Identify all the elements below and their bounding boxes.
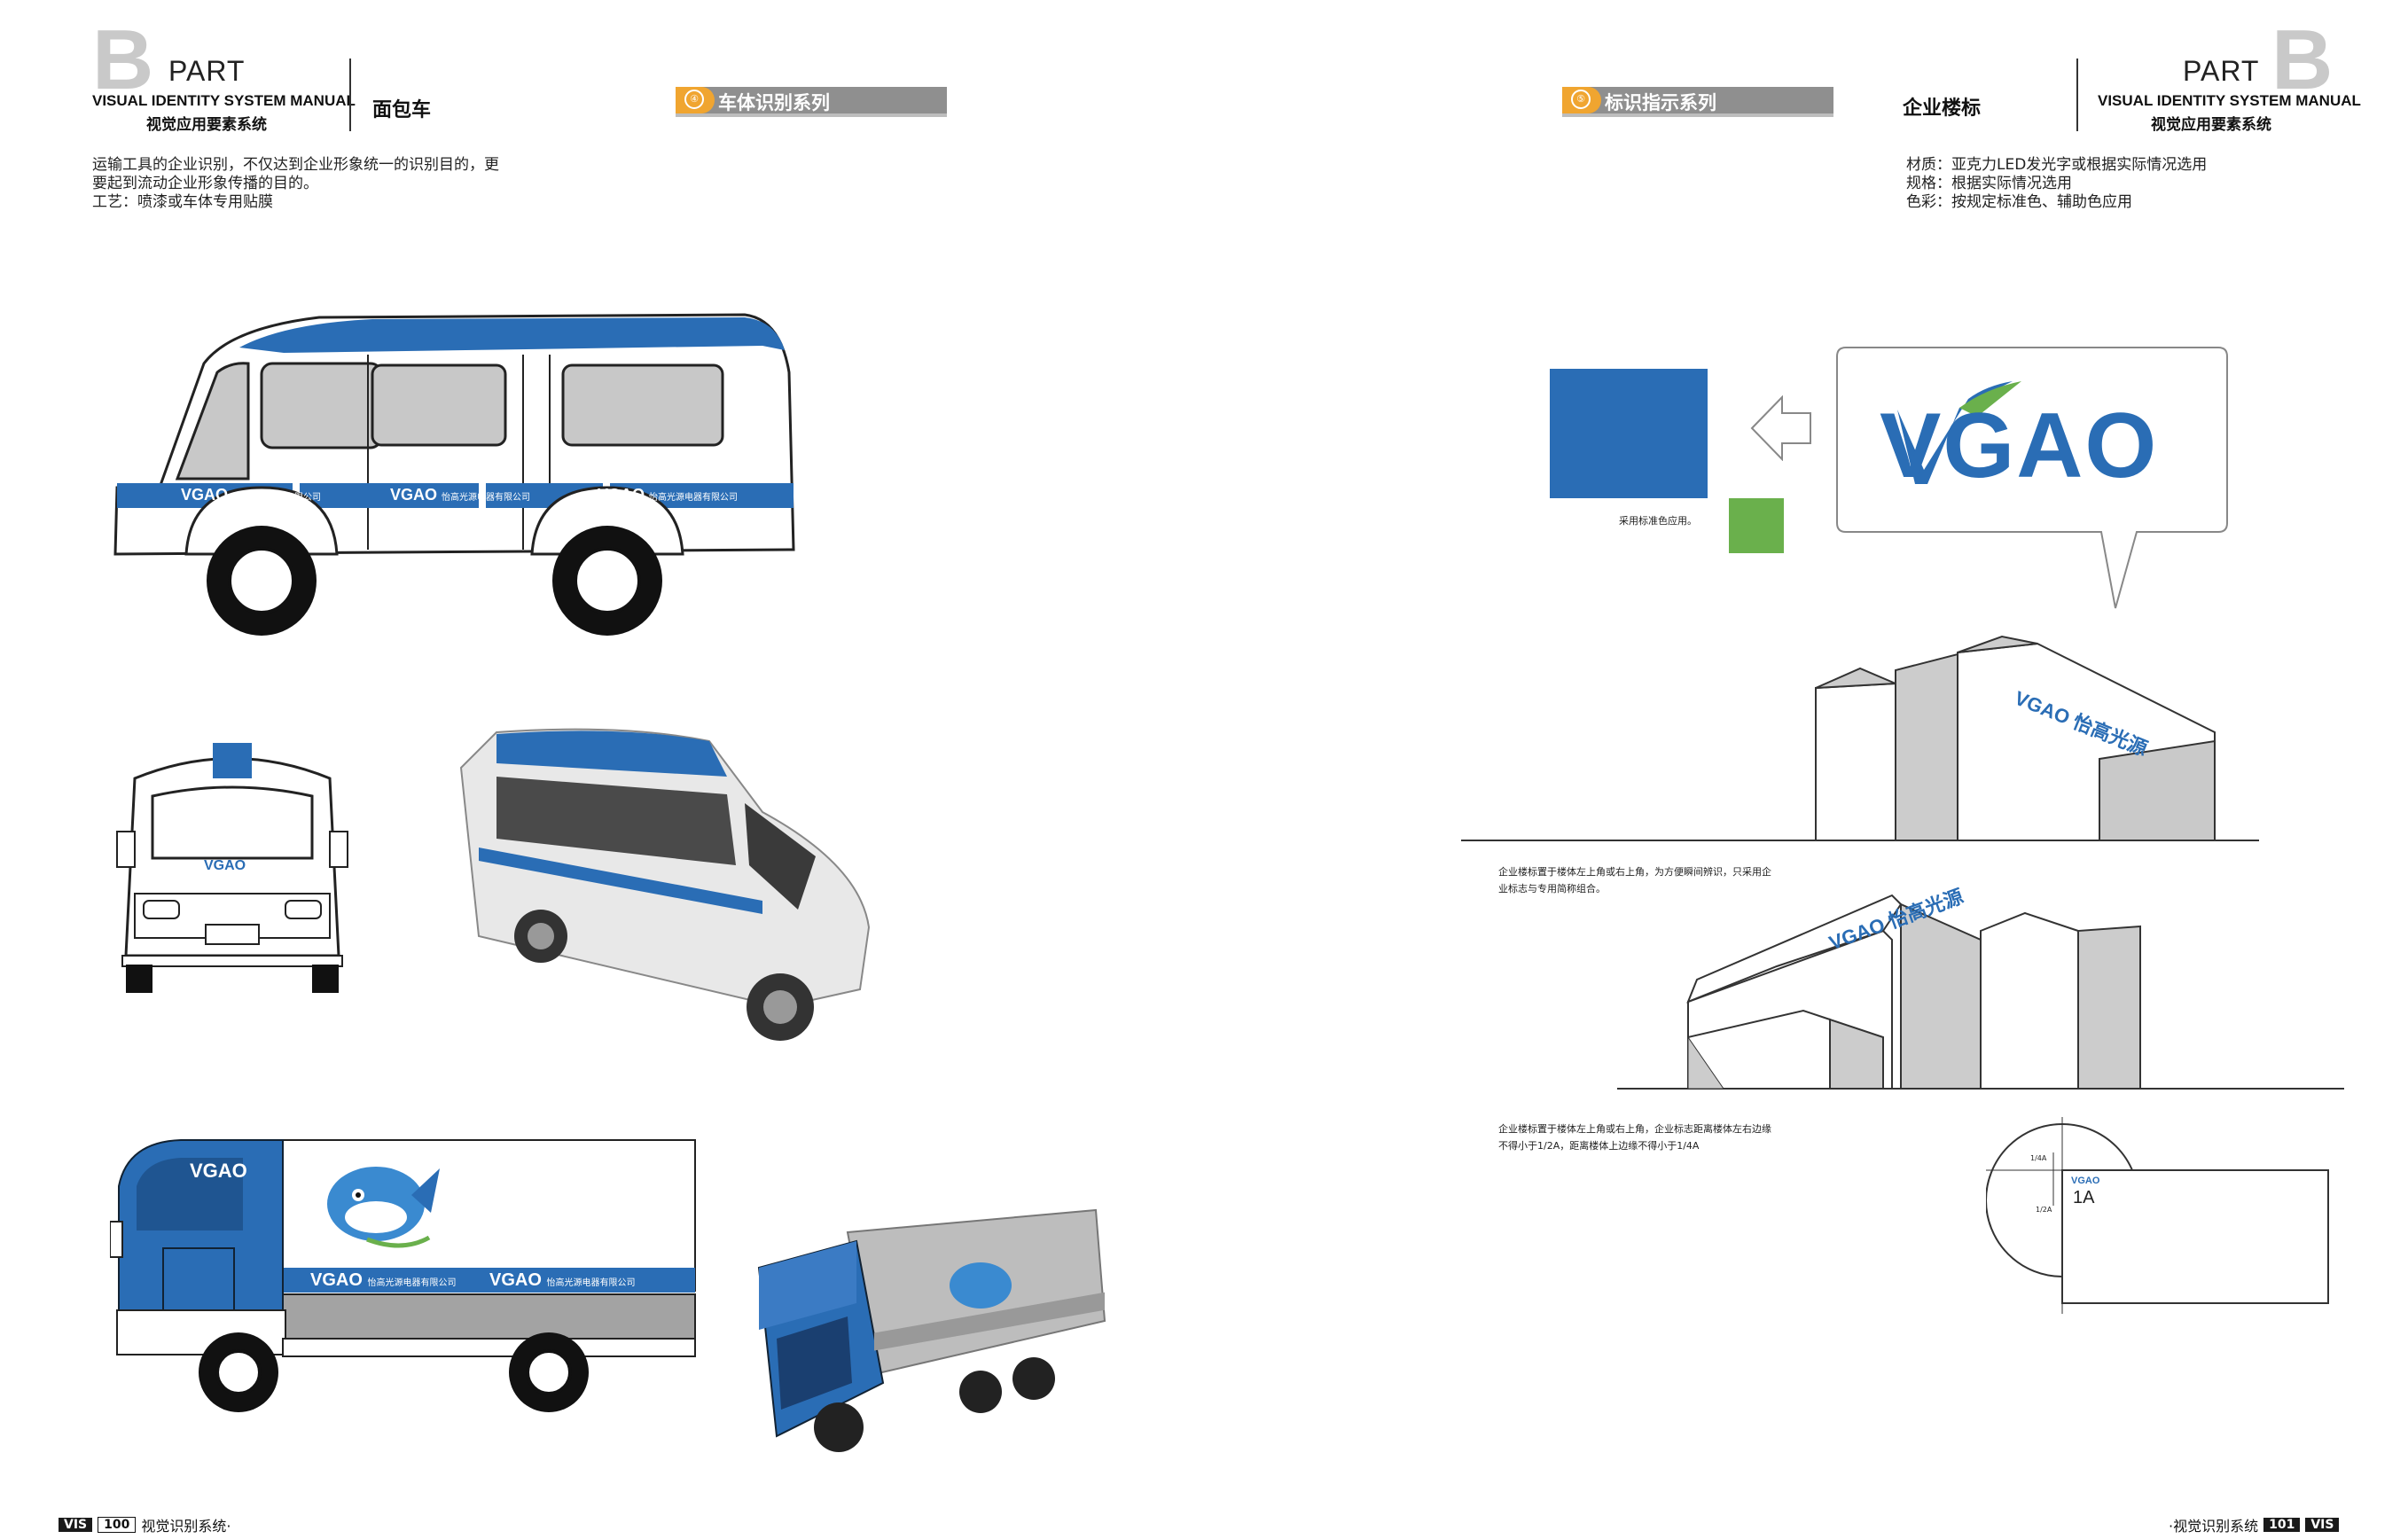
description-line: 工艺：喷漆或车体专用贴膜 (92, 193, 273, 211)
logo-wordmark: VGAO (1880, 395, 2159, 497)
van-3d-render (443, 715, 887, 1069)
footer-label: ·视觉识别系统 (2169, 1518, 2259, 1535)
truck-logo-text: VGAO (489, 1270, 542, 1290)
section-tab: ⑤ 标识指示系列 (1562, 87, 1833, 117)
section-word: PART (2183, 55, 2260, 87)
van-front-illustration (116, 743, 348, 993)
arrow-left-icon (1750, 395, 1811, 461)
van-logo-text: VGAO (181, 486, 229, 504)
description: 运输工具的企业识别，不仅达到企业形象统一的识别目的，更 要起到流动企业形象传播的… (92, 156, 589, 212)
building-illustration-top (1461, 635, 2259, 841)
description-line: 运输工具的企业识别，不仅达到企业形象统一的识别目的，更 (92, 156, 499, 174)
van-logo-text: VGAO (390, 486, 438, 504)
description-line: 规格：根据实际情况选用 (1906, 175, 2072, 192)
manual-title-cn: 视觉应用要素系统 (2151, 116, 2271, 134)
color-note: 采用标准色应用。 (1619, 515, 1697, 527)
truck-box-logo: VGAO 怡高光源电器有限公司 (489, 1270, 635, 1291)
tab-marker: ④ (676, 87, 715, 113)
note-line: 企业楼标置于楼体左上角或右上角，企业标志距离楼体左右边缘 (1498, 1123, 1771, 1135)
van-side-logo: VGAO 怡高光源电器有限公司 (390, 486, 530, 504)
diagram-quarter-label: 1/4A (2030, 1154, 2047, 1162)
van-company-text: 怡高光源电器有限公司 (649, 493, 739, 503)
section-word: PART (168, 55, 246, 87)
page-title: 企业楼标 (1903, 98, 1982, 120)
tab-label: 车体识别系列 (718, 92, 830, 113)
footer-right: ·视觉识别系统 101 VIS (2169, 1514, 2340, 1535)
description-line: 色彩：按规定标准色、辅助色应用 (1906, 193, 2132, 211)
header-divider (349, 59, 351, 131)
manual-title-en: VISUAL IDENTITY SYSTEM MANUAL (92, 92, 356, 109)
truck-cab-logo: VGAO (190, 1160, 247, 1182)
page-title: 面包车 (372, 99, 432, 121)
tab-number: ⑤ (1571, 90, 1591, 109)
note-line: 企业楼标置于楼体左上角或右上角，为方便瞬间辨识，只采用企 (1498, 866, 1771, 878)
header-divider (2076, 59, 2078, 131)
truck-company-text: 怡高光源电器有限公司 (546, 1278, 636, 1288)
section-letter: B (2271, 12, 2334, 107)
diagram-logo: VGAO (2071, 1176, 2100, 1186)
truck-logo-text: VGAO (310, 1270, 363, 1290)
building-illustration-bottom (1617, 894, 2344, 1090)
description-line: 材质：亚克力LED发光字或根据实际情况选用 (1906, 156, 2208, 174)
footer-page-number: 100 (98, 1517, 137, 1533)
note-line: 业标志与专用简称组合。 (1498, 883, 1606, 894)
truck-box-logo: VGAO 怡高光源电器有限公司 (310, 1270, 456, 1291)
van-side-logo: VGAO 怡高光源电器有限公司 (598, 486, 738, 504)
manual-title-cn: 视觉应用要素系统 (146, 116, 267, 134)
description-line: 要起到流动企业形象传播的目的。 (92, 175, 318, 192)
description: 材质：亚克力LED发光字或根据实际情况选用 规格：根据实际情况选用 色彩：按规定… (1906, 156, 2332, 212)
building-note-2: 企业楼标置于楼体左上角或右上角，企业标志距离楼体左右边缘 不得小于1/2A，距离… (1498, 1121, 1853, 1154)
van-company-text: 怡高光源电器有限公司 (442, 493, 531, 503)
van-side-logo: VGAO 怡高光源电器有限公司 (181, 486, 321, 504)
footer-page-number: 101 (2263, 1518, 2301, 1532)
van-front-logo: VGAO (204, 858, 246, 873)
diagram-half-label: 1/2A (2036, 1206, 2052, 1214)
standard-color-swatch (1550, 369, 1708, 498)
footer-label: 视觉识别系统· (141, 1518, 231, 1535)
footer-left: VIS 100 视觉识别系统· (59, 1514, 231, 1535)
truck-company-text: 怡高光源电器有限公司 (367, 1278, 457, 1288)
footer-badge: VIS (59, 1518, 93, 1532)
truck-side-illustration (110, 1139, 696, 1412)
building-note-1: 企业楼标置于楼体左上角或右上角，为方便瞬间辨识，只采用企 业标志与专用简称组合。 (1498, 863, 1853, 897)
note-line: 不得小于1/2A，距离楼体上边缘不得小于1/4A (1498, 1140, 1700, 1152)
tab-marker: ⑤ (1562, 87, 1601, 113)
tab-number: ④ (684, 90, 704, 109)
tab-label: 标识指示系列 (1605, 92, 1716, 113)
spacing-diagram (1986, 1117, 2329, 1314)
logo-speech-bubble (1836, 347, 2228, 609)
section-tab: ④ 车体识别系列 (676, 87, 947, 117)
van-company-text: 怡高光源电器有限公司 (232, 493, 322, 503)
truck-3d-render (757, 1208, 1106, 1452)
diagram-unit-label: 1A (2073, 1188, 2095, 1207)
section-letter: B (92, 12, 154, 107)
van-logo-text: VGAO (598, 486, 645, 504)
auxiliary-color-swatch (1729, 498, 1784, 553)
van-side-illustration (113, 313, 795, 636)
manual-title-en: VISUAL IDENTITY SYSTEM MANUAL (2098, 92, 2361, 109)
footer-badge: VIS (2305, 1518, 2340, 1532)
